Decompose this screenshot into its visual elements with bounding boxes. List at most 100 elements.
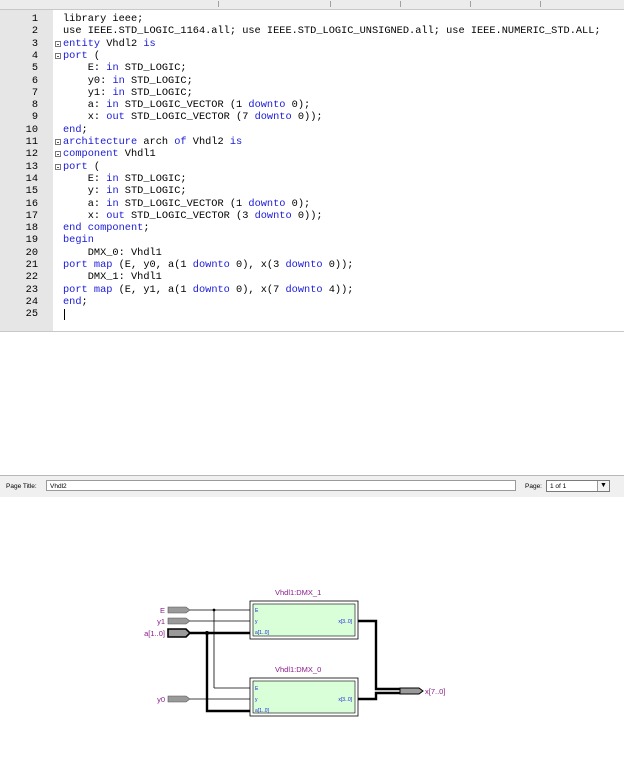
code-line[interactable]: 7 y1: in STD_LOGIC;: [0, 87, 624, 99]
fold-toggle-icon[interactable]: [55, 163, 61, 170]
dmx1-block-inner: [252, 603, 356, 637]
line-number: 10: [25, 123, 38, 136]
code-line[interactable]: 17 x: out STD_LOGIC_VECTOR (3 downto 0))…: [0, 210, 624, 222]
code-token: ;: [81, 123, 88, 136]
fold-toggle-icon[interactable]: [55, 40, 61, 47]
toolbar-separator: [400, 1, 401, 7]
code-line[interactable]: 9 x: out STD_LOGIC_VECTOR (7 downto 0));: [0, 111, 624, 123]
chevron-down-icon[interactable]: ▼: [597, 481, 609, 491]
line-number: 15: [25, 185, 38, 198]
keyword: downto: [285, 259, 323, 271]
input-port-y1[interactable]: [167, 617, 191, 625]
code-text: x: out STD_LOGIC_VECTOR (3 downto 0));: [63, 210, 323, 222]
code-line[interactable]: 22 DMX_1: Vhdl1: [0, 271, 624, 283]
code-text: E: in STD_LOGIC;: [63, 62, 187, 74]
code-token: a:: [63, 197, 107, 210]
code-line[interactable]: 12 component Vhdl1: [0, 148, 624, 160]
code-token: x:: [63, 111, 107, 124]
keyword: downto: [248, 197, 286, 210]
fold-toggle-icon[interactable]: [55, 52, 61, 59]
keyword: out: [106, 209, 125, 222]
code-text: architecture arch of Vhdl2 is: [63, 136, 242, 148]
bus-a-branch: [205, 633, 250, 713]
code-text: library ieee;: [63, 13, 143, 25]
dmx0-pin-x: x[3..0]: [338, 697, 352, 703]
dmx0-block-inner: [252, 680, 356, 714]
keyword: downto: [254, 111, 292, 124]
line-number: 24: [25, 295, 38, 308]
code-token: DMX_0: Vhdl1: [63, 246, 162, 259]
code-line[interactable]: 8 a: in STD_LOGIC_VECTOR (1 downto 0);: [0, 99, 624, 111]
toolbar-separator: [218, 1, 219, 7]
code-token: STD_LOGIC_VECTOR (1: [118, 99, 249, 112]
line-number: 22: [25, 271, 38, 284]
code-line[interactable]: 15 y: in STD_LOGIC;: [0, 185, 624, 197]
keyword: in: [106, 197, 119, 210]
line-number: 20: [25, 246, 38, 259]
code-text: begin: [63, 234, 94, 246]
code-line[interactable]: 25: [0, 308, 624, 321]
code-token: 0);: [285, 99, 311, 112]
junction-dot: [205, 631, 209, 635]
code-token: STD_LOGIC;: [124, 74, 193, 87]
input-label-a: a[1..0]: [144, 629, 165, 638]
fold-toggle-icon[interactable]: [55, 139, 61, 145]
keyword: in: [106, 185, 119, 198]
code-line[interactable]: 6 y0: in STD_LOGIC;: [0, 75, 624, 87]
keyword: component: [63, 148, 119, 161]
keyword: port map: [63, 283, 113, 296]
code-line[interactable]: 5 E: in STD_LOGIC;: [0, 62, 624, 74]
output-port-x[interactable]: [399, 687, 424, 695]
line-number: 12: [25, 148, 38, 161]
junction-dot: [212, 608, 216, 612]
code-token: STD_LOGIC;: [118, 172, 187, 185]
schematic-canvas[interactable]: E y1 a[1..0] y0 x[7..0] Vhdl1:DMX_1 E y …: [0, 497, 624, 757]
code-text: DMX_1: Vhdl1: [63, 271, 162, 283]
line-number: 5: [31, 62, 38, 75]
dmx0-pin-a: a[1..0]: [255, 708, 270, 714]
code-line[interactable]: 14 E: in STD_LOGIC;: [0, 173, 624, 185]
code-token: ;: [143, 222, 150, 235]
line-number: 4: [31, 49, 38, 62]
code-token: STD_LOGIC_VECTOR (3: [124, 209, 255, 222]
code-line[interactable]: 16 a: in STD_LOGIC_VECTOR (1 downto 0);: [0, 198, 624, 210]
toolbar-separator: [470, 1, 471, 7]
code-token: y:: [63, 185, 107, 198]
input-label-e: E: [160, 606, 165, 615]
code-text: component Vhdl1: [63, 148, 156, 160]
page-select[interactable]: 1 of 1 ▼: [546, 480, 610, 492]
code-text: y: in STD_LOGIC;: [63, 185, 187, 197]
dmx1-pin-x: x[3..0]: [338, 619, 352, 625]
line-number: 25: [25, 308, 38, 321]
code-line[interactable]: 20 DMX_0: Vhdl1: [0, 247, 624, 259]
fold-toggle-icon[interactable]: [55, 151, 61, 158]
keyword: is: [229, 136, 243, 148]
schematic-drawing: E y1 a[1..0] y0 x[7..0] Vhdl1:DMX_1 E y …: [144, 588, 445, 717]
code-token: E:: [63, 172, 107, 185]
input-port-a[interactable]: [167, 628, 192, 638]
keyword: downto: [248, 99, 286, 112]
input-port-y0[interactable]: [167, 695, 191, 703]
page-title-field[interactable]: Vhdl2: [46, 480, 516, 491]
code-token: Vhdl1: [118, 148, 156, 161]
code-text: end component;: [63, 222, 150, 234]
keyword: entity: [63, 37, 101, 50]
bus-x-upper: [358, 619, 400, 691]
toolbar-separator: [540, 1, 541, 7]
line-number: 2: [31, 25, 38, 38]
input-port-e[interactable]: [167, 606, 191, 614]
code-text: port map (E, y1, a(1 downto 0), x(7 down…: [63, 284, 353, 296]
